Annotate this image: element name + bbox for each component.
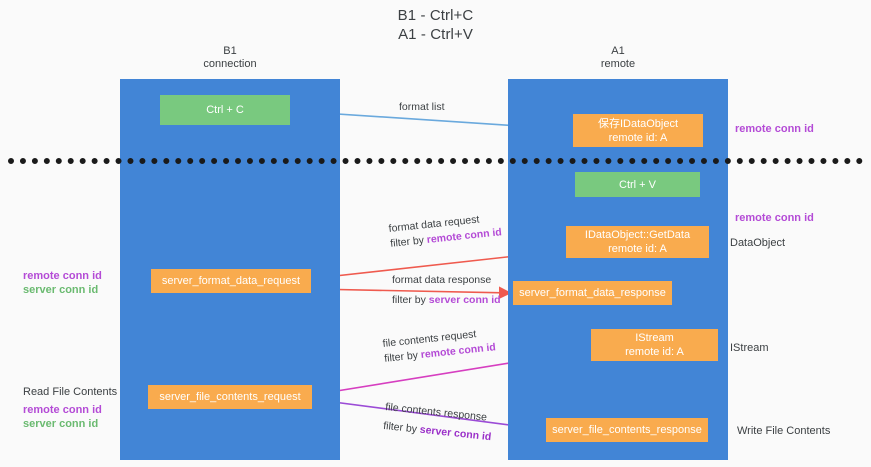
node-server-file-contents-request[interactable]: server_file_contents_request bbox=[148, 385, 312, 409]
node-ctrl-c-label: Ctrl + C bbox=[206, 104, 244, 116]
node-server-file-contents-response-label: server_file_contents_response bbox=[552, 424, 702, 436]
lane-header-b1: B1 connection bbox=[203, 45, 257, 70]
edge-label-format-data-response: format data response filter by server co… bbox=[392, 273, 501, 308]
node-server-format-data-response-label: server_format_data_response bbox=[519, 287, 666, 299]
edge-label-format-data-request-prefix: filter by bbox=[389, 234, 428, 250]
lane-header-a1: A1 remote bbox=[600, 45, 636, 70]
annotation-left-remote-conn-id-bottom: remote conn id bbox=[23, 404, 102, 416]
annotation-read-file-contents: Read File Contents bbox=[23, 386, 118, 398]
annotation-remote-conn-id-mid: remote conn id bbox=[735, 212, 814, 224]
page-title-line-1: B1 - Ctrl+C bbox=[397, 7, 474, 24]
annotation-remote-conn-id-top: remote conn id bbox=[735, 123, 814, 135]
annotation-left-server-conn-id-mid: server conn id bbox=[23, 284, 99, 296]
edge-label-format-data-response-prefix: filter by bbox=[392, 294, 429, 306]
node-save-idataobject[interactable]: 保存IDataObject remote id: A bbox=[573, 114, 703, 147]
annotation-left-remote-conn-id-mid: remote conn id bbox=[23, 270, 102, 282]
page-title-line-2: A1 - Ctrl+V bbox=[398, 26, 473, 43]
edge-label-format-list: format list bbox=[399, 100, 445, 115]
node-istream-subtitle: remote id: A bbox=[625, 346, 684, 358]
node-ctrl-v-label: Ctrl + V bbox=[619, 178, 656, 191]
page-title: B1 - Ctrl+C A1 - Ctrl+V bbox=[0, 6, 871, 44]
node-istream[interactable]: IStream remote id: A bbox=[591, 329, 718, 361]
node-ctrl-v[interactable]: Ctrl + V bbox=[575, 172, 700, 197]
node-server-format-data-response[interactable]: server_format_data_response bbox=[513, 281, 672, 305]
node-save-idataobject-label: 保存IDataObject bbox=[597, 117, 679, 130]
node-idataobject-getdata-label: IDataObject::GetData bbox=[584, 229, 691, 241]
edge-label-format-data-response-key: server conn id bbox=[428, 294, 501, 306]
node-server-format-data-request[interactable]: server_format_data_request bbox=[151, 269, 311, 293]
phase-divider bbox=[8, 158, 863, 164]
node-server-file-contents-response[interactable]: server_file_contents_response bbox=[546, 418, 708, 442]
node-idataobject-getdata[interactable]: IDataObject::GetData remote id: A bbox=[566, 226, 709, 258]
annotation-write-file-contents: Write File Contents bbox=[737, 425, 831, 437]
edge-label-file-contents-request-prefix: filter by bbox=[383, 349, 422, 365]
annotation-dataobject: DataObject bbox=[730, 237, 786, 249]
edge-label-format-list-text: format list bbox=[399, 101, 445, 113]
edge-label-file-contents-response-prefix: filter by bbox=[382, 419, 421, 436]
node-server-file-contents-request-label: server_file_contents_request bbox=[159, 391, 301, 403]
node-ctrl-c[interactable]: Ctrl + C bbox=[160, 95, 290, 125]
node-save-idataobject-subtitle: remote id: A bbox=[608, 131, 668, 144]
annotation-left-server-conn-id-bottom: server conn id bbox=[23, 418, 99, 430]
node-istream-label: IStream bbox=[635, 332, 674, 344]
node-idataobject-getdata-subtitle: remote id: A bbox=[608, 243, 667, 255]
arrow-format-data-response bbox=[312, 286, 512, 300]
node-server-format-data-request-label: server_format_data_request bbox=[161, 275, 301, 287]
edge-label-format-data-response-line1: format data response bbox=[392, 274, 492, 286]
annotation-istream: IStream bbox=[730, 342, 769, 354]
edge-label-format-data-response-line2: filter by server conn id bbox=[392, 293, 501, 308]
